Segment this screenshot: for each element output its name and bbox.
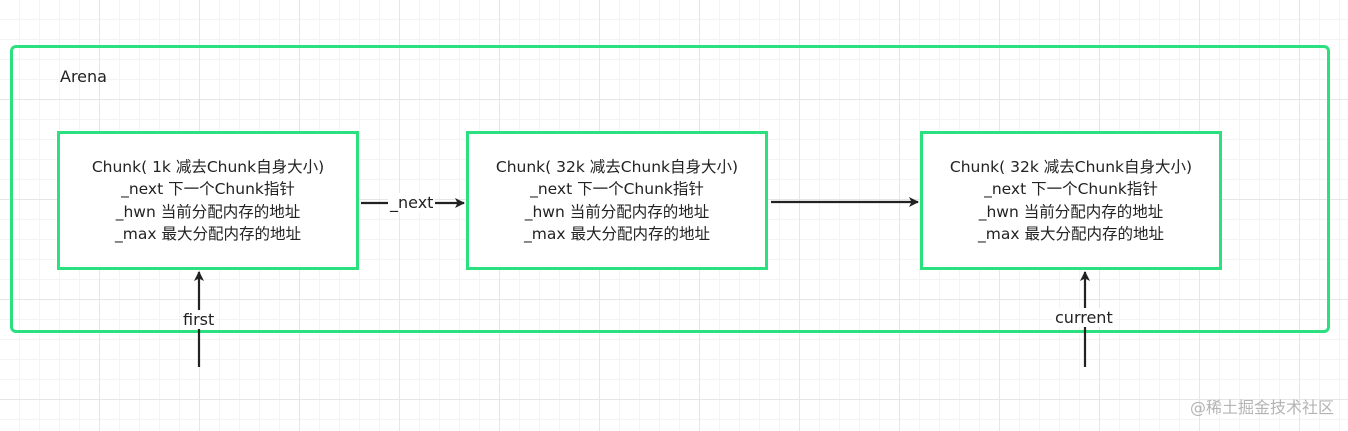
chunk-node-3[interactable]: Chunk( 32k 减去Chunk自身大小) _next 下一个Chunk指针… <box>920 131 1222 270</box>
first-pointer-label: first <box>181 310 217 329</box>
chunk-next-field: _next 下一个Chunk指针 <box>530 180 704 198</box>
chunk-next-field: _next 下一个Chunk指针 <box>121 180 295 198</box>
chunk-next-field: _next 下一个Chunk指针 <box>984 180 1158 198</box>
next-edge-label: _next <box>388 193 436 212</box>
chunk-hwn-field: _hwn 当前分配内存的地址 <box>978 202 1164 221</box>
chunk-max-field: _max 最大分配内存的地址 <box>115 225 301 243</box>
chunk-title: Chunk( 32k 减去Chunk自身大小) <box>495 157 739 176</box>
chunk-node-1[interactable]: Chunk( 1k 减去Chunk自身大小) _next 下一个Chunk指针 … <box>57 131 359 270</box>
chunk-max-field: _max 最大分配内存的地址 <box>524 225 710 243</box>
watermark: @稀土掘金技术社区 <box>1189 398 1334 417</box>
arena-label: Arena <box>60 67 107 86</box>
chunk-title: Chunk( 1k 减去Chunk自身大小) <box>91 157 325 176</box>
current-pointer-label: current <box>1053 308 1115 327</box>
chunk-hwn-field: _hwn 当前分配内存的地址 <box>115 202 301 221</box>
arena-container <box>10 45 1330 333</box>
chunk-max-field: _max 最大分配内存的地址 <box>978 225 1164 243</box>
chunk-node-2[interactable]: Chunk( 32k 减去Chunk自身大小) _next 下一个Chunk指针… <box>466 131 768 270</box>
chunk-title: Chunk( 32k 减去Chunk自身大小) <box>949 157 1193 176</box>
chunk-hwn-field: _hwn 当前分配内存的地址 <box>524 202 710 221</box>
